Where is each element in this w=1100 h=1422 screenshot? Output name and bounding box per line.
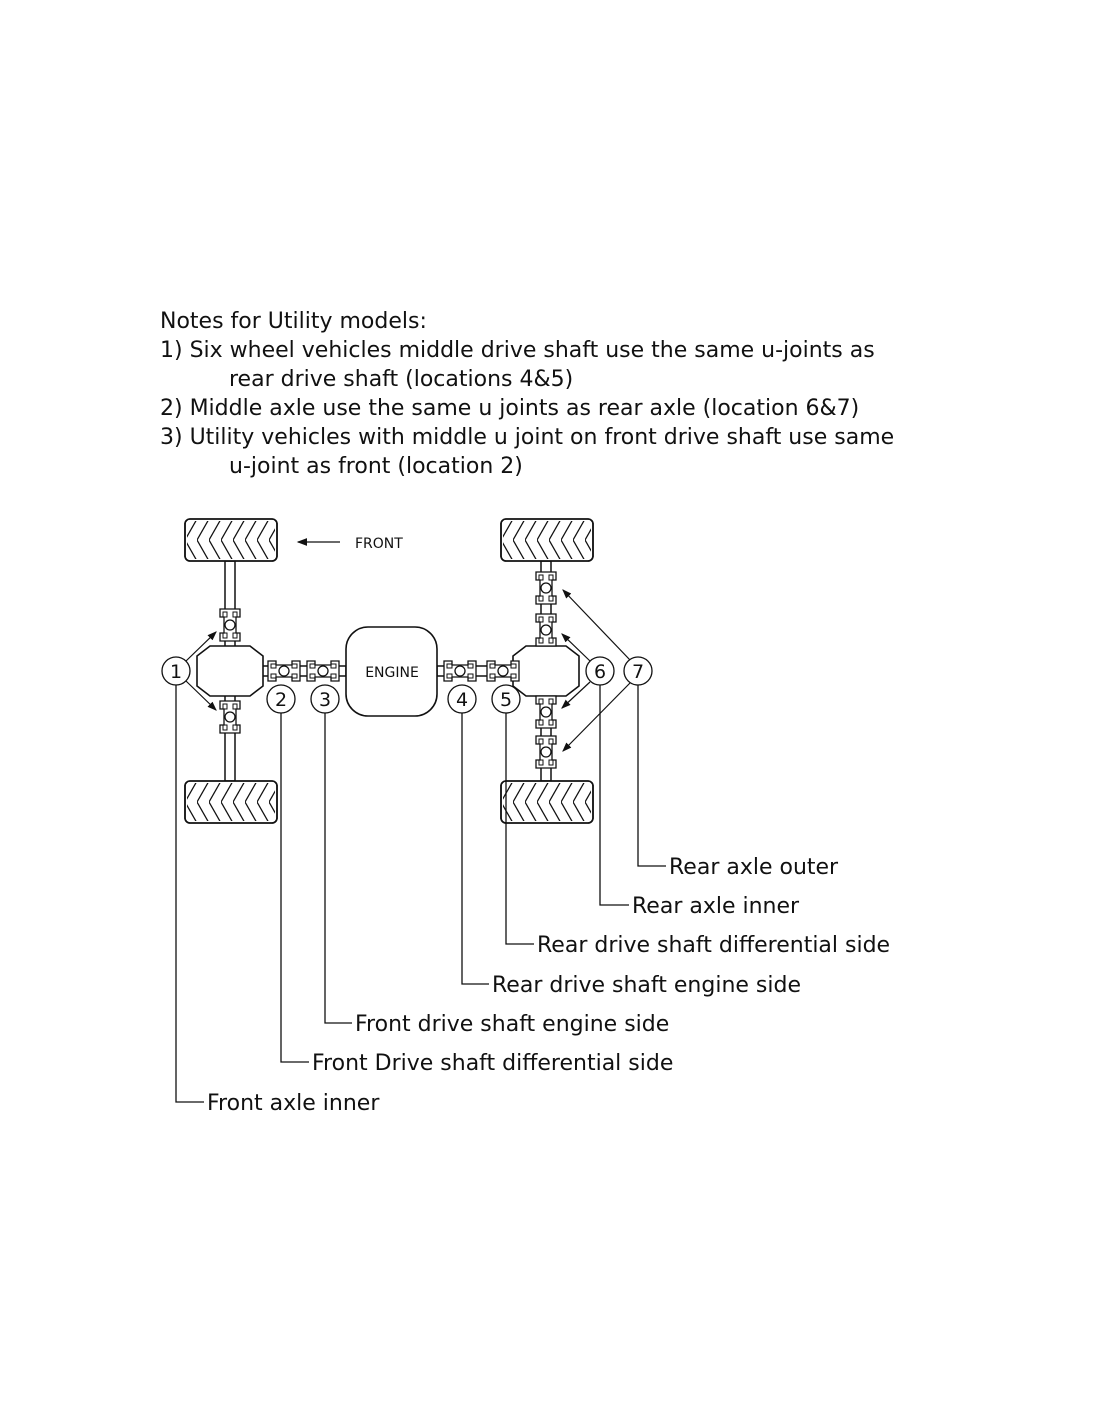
note-3-cont: u-joint as front (location 2): [229, 454, 523, 479]
front-right-tire: [184, 780, 278, 824]
note-3: 3) Utility vehicles with middle u joint …: [160, 425, 895, 450]
location-1-number: 1: [170, 661, 182, 683]
location-4-number: 4: [456, 689, 468, 711]
front-left-tire: [184, 518, 278, 562]
location-3-label: Front drive shaft engine side: [355, 1012, 669, 1037]
notes-block: Notes for Utility models: 1) Six wheel v…: [160, 307, 894, 481]
leader-lines: [175, 685, 666, 1103]
pointer-arrows: [185, 589, 631, 752]
location-5-label: Rear drive shaft differential side: [537, 933, 890, 958]
location-7-label: Rear axle outer: [669, 855, 839, 880]
location-1-label: Front axle inner: [207, 1091, 380, 1116]
engine-block: [345, 626, 438, 717]
location-7-number: 7: [632, 661, 644, 683]
note-2: 2) Middle axle use the same u joints as …: [160, 396, 860, 421]
location-3-number: 3: [319, 689, 331, 711]
notes-title: Notes for Utility models:: [160, 309, 427, 334]
rear-left-tire: [500, 518, 594, 562]
front-differential: [196, 645, 264, 697]
location-5-number: 5: [500, 689, 512, 711]
note-1-cont: rear drive shaft (locations 4&5): [229, 367, 574, 392]
note-1: 1) Six wheel vehicles middle drive shaft…: [160, 338, 875, 363]
rear-right-tire: [500, 780, 594, 824]
location-2-label: Front Drive shaft differential side: [312, 1051, 673, 1076]
location-6-label: Rear axle inner: [632, 894, 800, 919]
rear-differential: [512, 645, 580, 697]
location-markers: [161, 656, 653, 714]
engine-label: ENGINE: [365, 665, 419, 681]
location-4-label: Rear drive shaft engine side: [492, 973, 801, 998]
front-label: FRONT: [355, 536, 403, 552]
location-2-number: 2: [275, 689, 287, 711]
location-6-number: 6: [594, 661, 606, 683]
